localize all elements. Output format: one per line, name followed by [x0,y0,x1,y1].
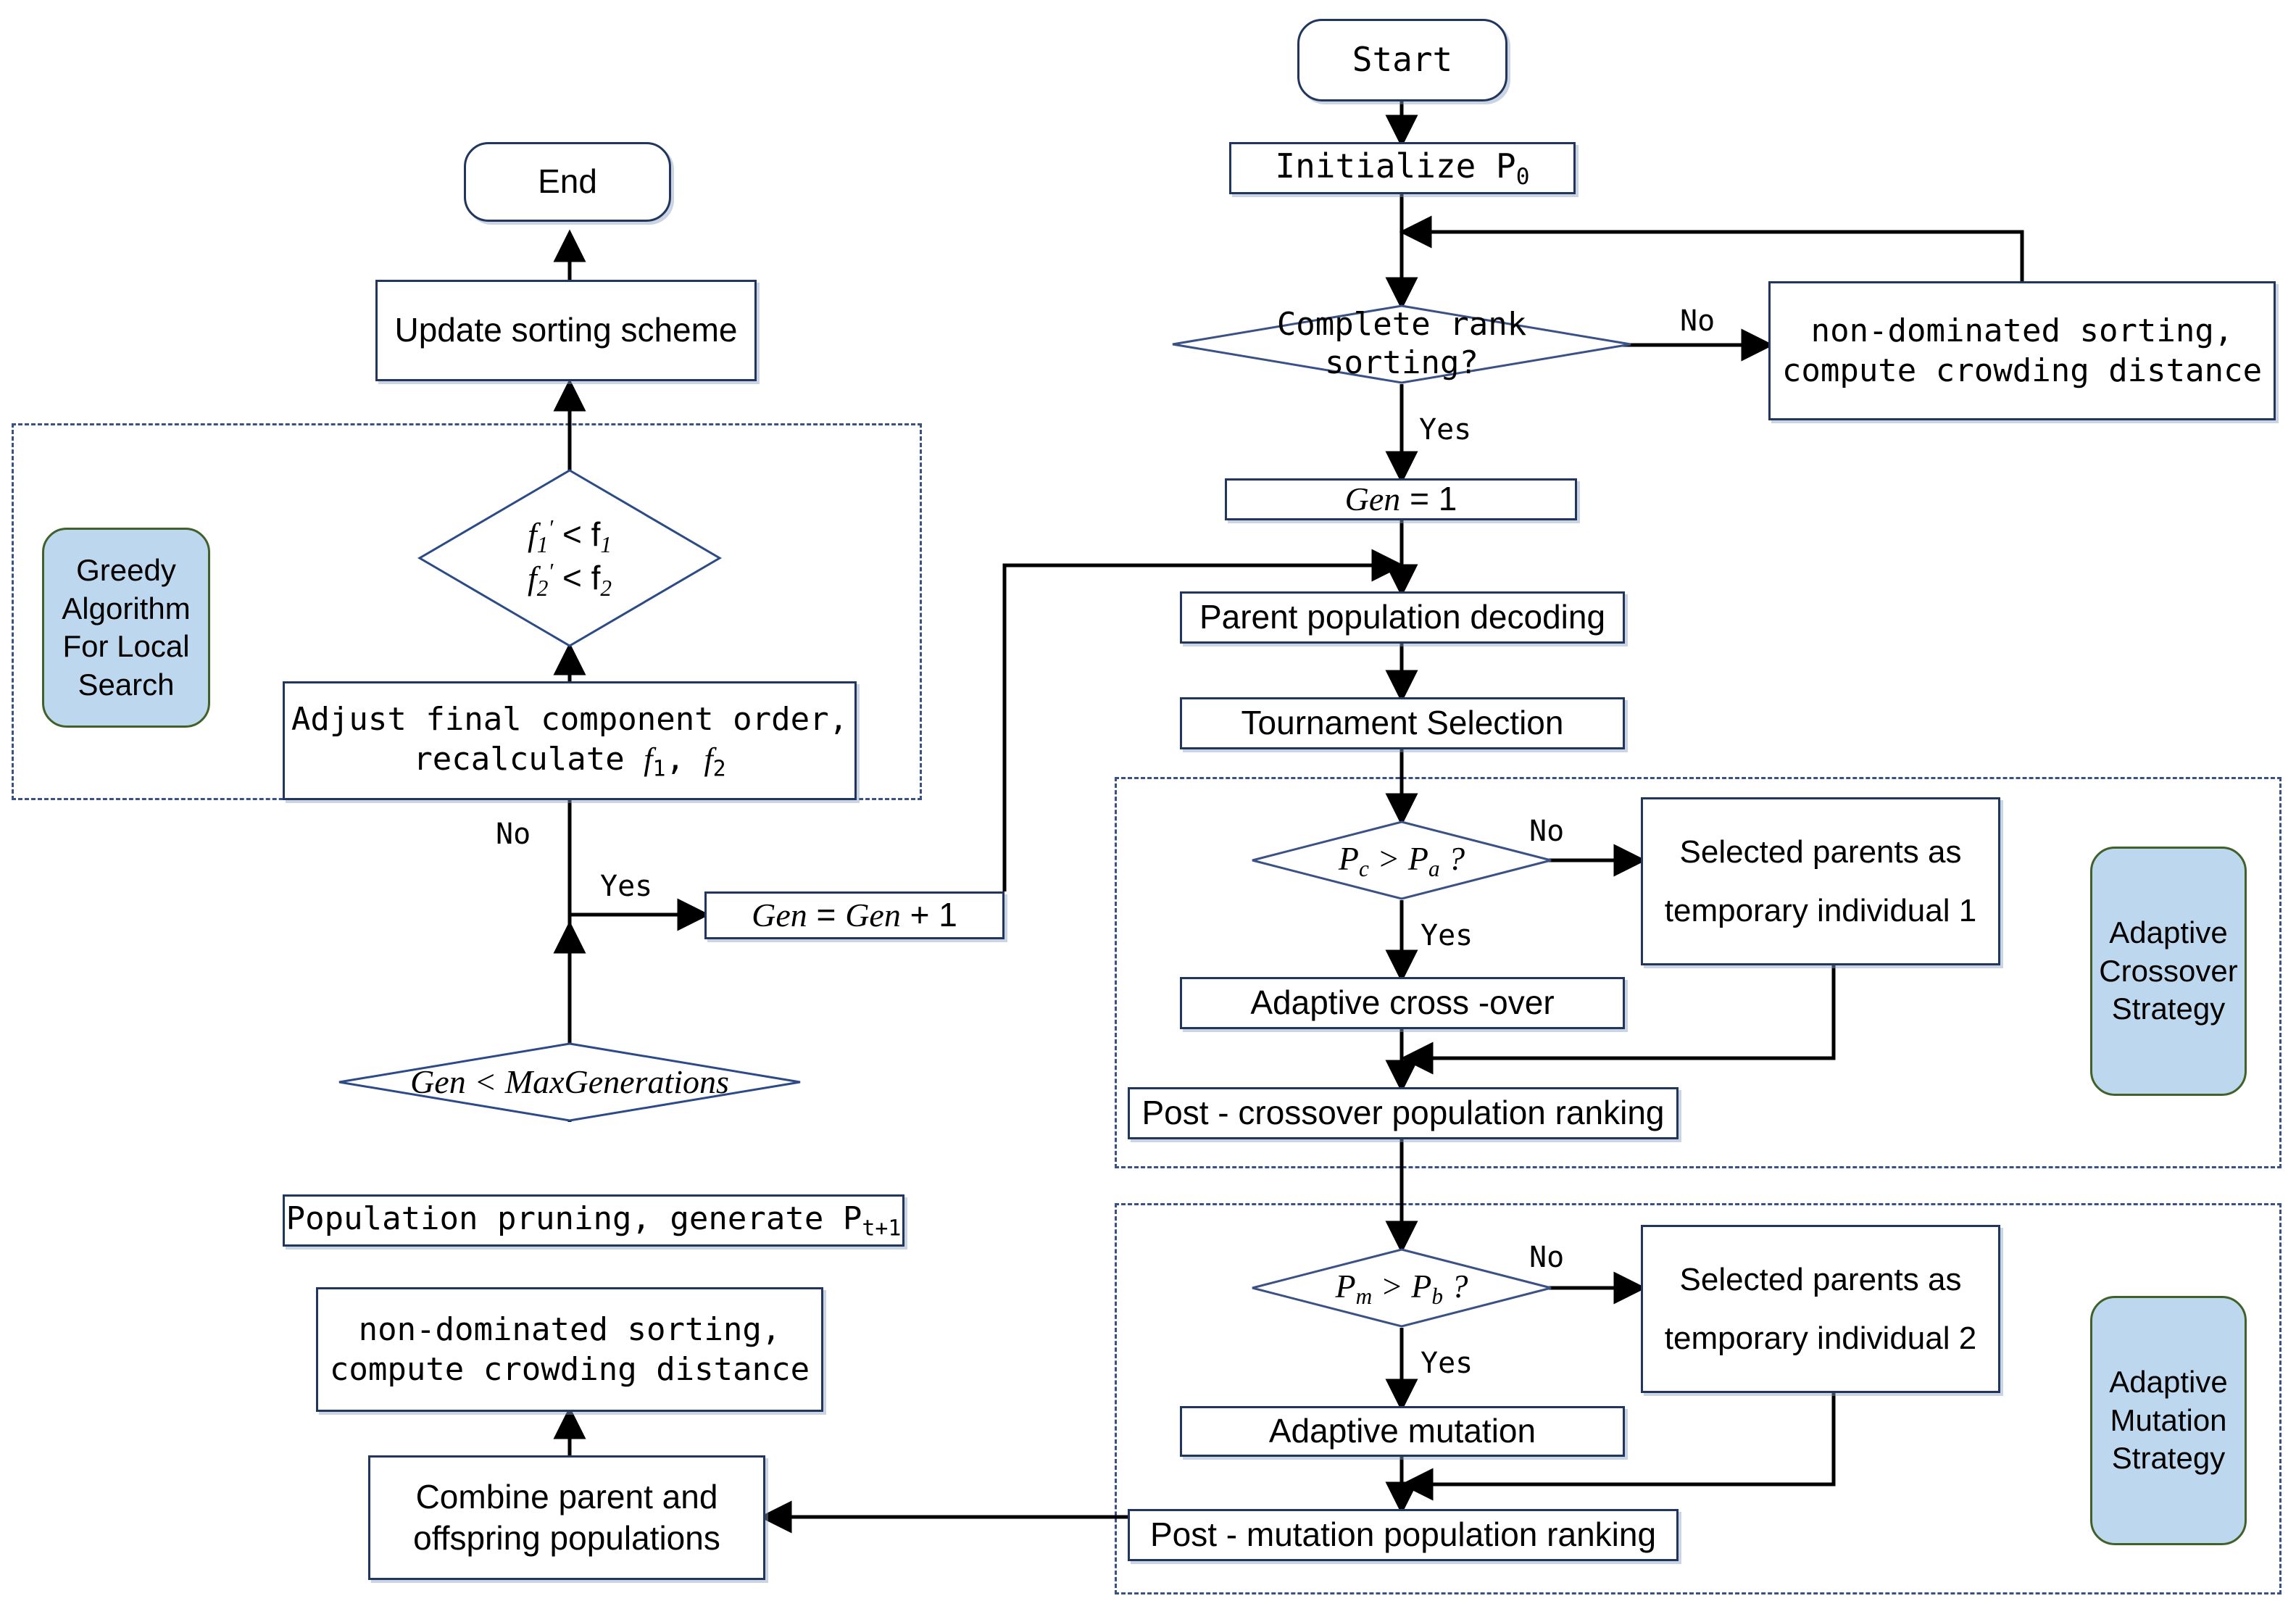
group-adaptive-crossover[interactable]: Adaptive Crossover Strategy [2090,847,2247,1096]
node-temp-individual-1[interactable]: Selected parents as temporary individual… [1641,797,2000,965]
pm-gt-pb-label: Pm > Pb ? [1335,1267,1468,1309]
mutation-region-boundary [1115,1203,2282,1595]
edge-label-pm-no: No [1529,1241,1565,1274]
f-comparison-line2: f2′ < f2 [527,559,612,601]
node-post-mutation-ranking[interactable]: Post - mutation population ranking [1128,1509,1679,1561]
node-f-comparison[interactable]: f1′ < f1 f2′ < f2 [417,468,722,648]
node-adaptive-mutation[interactable]: Adaptive mutation [1180,1406,1625,1457]
crossover-region-boundary [1115,777,2282,1168]
gen-increment-label: Gen = Gen + 1 [752,896,957,934]
temp-individual-1-line1: Selected parents as [1679,834,1962,870]
nds-bottom-line2: compute crowding distance [329,1351,810,1388]
greedy-line4: Search [78,667,175,702]
gen-eq-1-label: Gen = 1 [1344,480,1457,518]
node-gen-lt-maxgenerations[interactable]: Gen < MaxGenerations [338,1042,802,1122]
node-nds-bottom[interactable]: non-dominated sorting, compute crowding … [316,1287,823,1412]
crossover-line1: Adaptive [2109,915,2228,950]
f-comparison-line1: f1′ < f1 [527,515,612,557]
node-gen-increment[interactable]: Gen = Gen + 1 [704,891,1004,939]
post-crossover-ranking-label: Post - crossover population ranking [1141,1094,1665,1132]
temp-individual-1-line2: temporary individual 1 [1664,893,1977,928]
node-tournament-selection[interactable]: Tournament Selection [1180,697,1625,749]
update-sorting-scheme-label: Update sorting scheme [394,311,738,349]
post-mutation-ranking-label: Post - mutation population ranking [1149,1516,1657,1554]
edge-label-pc-no: No [1529,815,1565,848]
crossover-line2: Crossover [2099,953,2238,988]
node-gen-equals-1[interactable]: Gen = 1 [1225,478,1577,520]
greedy-line2: Algorithm [62,591,191,625]
start-label: Start [1352,40,1453,80]
combine-populations-line1: Combine parent and [415,1477,718,1516]
adjust-component-line1: Adjust final component order, [291,700,849,738]
initialize-label: Initialize P0 [1275,146,1530,190]
crossover-line3: Strategy [2111,991,2226,1026]
node-end[interactable]: End [464,142,671,222]
gen-lt-max-label: Gen < MaxGenerations [410,1063,729,1101]
node-population-pruning[interactable]: Population pruning, generate Pt+1 [283,1194,904,1247]
temp-individual-2-line2: temporary individual 2 [1664,1321,1977,1356]
nds-top-line1: non-dominated sorting, [1810,312,2234,349]
edge-label-rank-yes: Yes [1419,413,1472,446]
node-start[interactable]: Start [1297,19,1507,101]
node-adaptive-crossover[interactable]: Adaptive cross -over [1180,977,1625,1029]
parent-decoding-label: Parent population decoding [1199,598,1606,636]
group-adaptive-mutation[interactable]: Adaptive Mutation Strategy [2090,1296,2247,1545]
adaptive-crossover-label: Adaptive cross -over [1250,984,1555,1022]
population-pruning-label: Population pruning, generate Pt+1 [286,1200,902,1242]
edge-label-gen-yes: Yes [600,870,653,903]
node-initialize-p0[interactable]: Initialize P0 [1229,142,1576,194]
group-greedy-algorithm[interactable]: Greedy Algorithm For Local Search [42,528,210,728]
edge-label-pc-yes: Yes [1421,919,1473,952]
nds-bottom-line1: non-dominated sorting, [358,1311,781,1348]
node-pc-gt-pa[interactable]: Pc > Pa ? [1251,820,1552,900]
rank-sorting-line2: sorting? [1325,344,1478,381]
greedy-line1: Greedy [76,553,176,587]
node-post-crossover-ranking[interactable]: Post - crossover population ranking [1128,1087,1679,1139]
node-complete-rank-sorting[interactable]: Complete rank sorting? [1171,304,1632,384]
edge-label-f-no: No [496,818,531,851]
tournament-selection-label: Tournament Selection [1241,704,1564,742]
node-update-sorting-scheme[interactable]: Update sorting scheme [375,280,757,381]
edge-label-pm-yes: Yes [1421,1347,1473,1380]
combine-populations-line2: offspring populations [413,1519,720,1557]
pc-gt-pa-label: Pc > Pa ? [1338,839,1465,881]
node-parent-decoding[interactable]: Parent population decoding [1180,591,1625,644]
end-label: End [538,162,597,201]
edge-label-rank-no: No [1680,304,1715,338]
node-temp-individual-2[interactable]: Selected parents as temporary individual… [1641,1225,2000,1393]
adaptive-mutation-label: Adaptive mutation [1268,1412,1536,1450]
node-adjust-component-order[interactable]: Adjust final component order, recalculat… [283,681,857,800]
node-nds-top[interactable]: non-dominated sorting, compute crowding … [1768,281,2276,420]
temp-individual-2-line1: Selected parents as [1679,1262,1962,1297]
nds-top-line2: compute crowding distance [1781,352,2263,389]
mutation-line1: Adaptive [2109,1365,2228,1400]
adjust-component-line2: recalculate f1, f2 [413,740,726,781]
greedy-line3: For Local [62,629,190,663]
mutation-line3: Strategy [2111,1441,2226,1476]
mutation-line2: Mutation [2110,1402,2227,1437]
node-combine-populations[interactable]: Combine parent and offspring populations [368,1455,765,1580]
rank-sorting-line1: Complete rank [1276,306,1527,344]
node-pm-gt-pb[interactable]: Pm > Pb ? [1251,1248,1552,1328]
